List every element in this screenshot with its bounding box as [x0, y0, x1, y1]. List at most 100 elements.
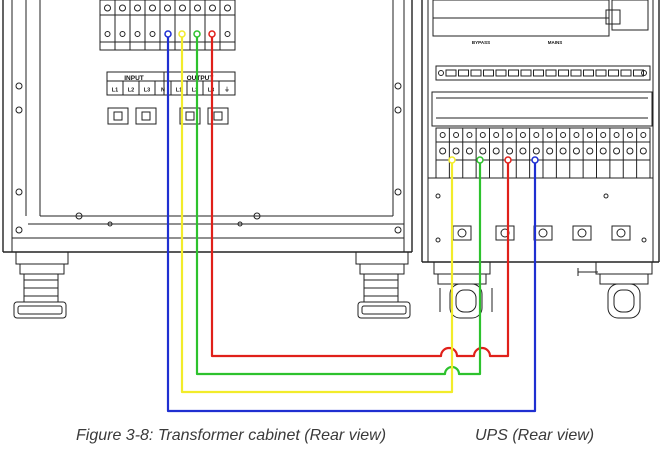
- small-terminal: [558, 69, 569, 77]
- terminal-screw: [613, 147, 621, 155]
- terminal-screw: [453, 132, 460, 138]
- terminal-screw: [104, 4, 111, 12]
- terminal-screw: [533, 132, 540, 138]
- terminal-screw: [560, 132, 567, 138]
- small-terminal: [483, 69, 494, 77]
- small-terminal: [633, 69, 644, 77]
- terminal-screw: [439, 132, 446, 138]
- wire-terminal-dot: [448, 156, 456, 164]
- small-terminal: [533, 69, 544, 77]
- terminal-screw: [119, 31, 126, 37]
- terminal-screw: [134, 4, 141, 12]
- small-terminal: [595, 69, 607, 77]
- terminal-label: L3: [144, 88, 150, 94]
- terminal-screw: [613, 132, 620, 138]
- figure-caption-ups: UPS (Rear view): [475, 427, 595, 444]
- ups-left-wheel: [433, 261, 493, 319]
- terminal-screw: [134, 31, 141, 37]
- cable-gland: [533, 225, 553, 241]
- terminal-screw: [465, 147, 473, 155]
- terminal-screw: [439, 147, 447, 155]
- terminal-screw: [519, 132, 526, 138]
- red-wire: [210, 37, 510, 358]
- yellow-wire: [180, 37, 454, 394]
- breaker-switch: [207, 107, 229, 125]
- terminal-screw: [586, 132, 593, 138]
- small-terminal: [445, 69, 457, 77]
- small-terminal: [508, 69, 519, 77]
- terminal-screw: [209, 4, 216, 12]
- small-terminal: [570, 69, 582, 77]
- breaker-switch: [179, 107, 201, 125]
- terminal-screw: [546, 147, 554, 155]
- small-terminal: [583, 69, 594, 77]
- wire-terminal-dot: [164, 30, 172, 38]
- terminal-screw: [600, 132, 607, 138]
- terminal-screw: [639, 147, 647, 155]
- transformer-right-wheel: [355, 251, 411, 319]
- wire-terminal-dot: [178, 30, 186, 38]
- terminal-screw: [546, 132, 553, 138]
- terminal-screw: [626, 132, 633, 138]
- wire-terminal-dot: [193, 30, 201, 38]
- input-label: INPUT: [124, 75, 144, 82]
- terminal-screw: [119, 4, 126, 12]
- ups-cabinet: BYPASS MAINS: [421, 0, 660, 263]
- terminal-screw: [149, 4, 156, 12]
- terminal-screw: [572, 147, 580, 155]
- terminal-screw: [573, 132, 580, 138]
- small-terminal: [458, 69, 469, 77]
- terminal-screw: [493, 132, 500, 138]
- small-terminal: [608, 69, 619, 77]
- cable-gland: [452, 225, 472, 241]
- small-terminal: [470, 69, 482, 77]
- terminal-screw: [492, 147, 500, 155]
- cable-gland: [495, 225, 515, 241]
- terminal-screw: [626, 147, 634, 155]
- ups-right-wheel: [577, 261, 653, 319]
- terminal-screw: [506, 132, 513, 138]
- terminal-screw: [179, 4, 186, 12]
- terminal-label: L2: [192, 88, 198, 94]
- terminal-label: N: [161, 88, 165, 94]
- wire-terminal-dot: [476, 156, 484, 164]
- wire-terminal-dot: [208, 30, 216, 38]
- breaker-switch: [107, 107, 129, 125]
- output-label: OUTPUT: [187, 75, 214, 82]
- cable-gland: [572, 225, 592, 241]
- small-terminal: [620, 69, 632, 77]
- terminal-screw: [559, 147, 567, 155]
- terminal-screw: [466, 132, 473, 138]
- terminal-label: ⏚: [224, 87, 230, 94]
- terminal-label: L1: [112, 88, 118, 94]
- terminal-screw: [224, 31, 231, 37]
- breaker-switch: [135, 107, 157, 125]
- terminal-screw: [194, 4, 201, 12]
- terminal-label: L1: [176, 88, 182, 94]
- small-terminal: [495, 69, 507, 77]
- terminal-screw: [506, 147, 514, 155]
- terminal-screw: [224, 4, 231, 12]
- green-wire: [195, 37, 482, 376]
- terminal-screw: [532, 147, 540, 155]
- cable-gland: [611, 225, 631, 241]
- terminal-screw: [104, 31, 111, 37]
- wire-terminal-dot: [531, 156, 539, 164]
- terminal-screw: [640, 132, 647, 138]
- terminal-screw: [586, 147, 594, 155]
- terminal-screw: [519, 147, 527, 155]
- small-terminal: [520, 69, 532, 77]
- small-terminal: [545, 69, 557, 77]
- wire-terminal-dot: [504, 156, 512, 164]
- mains-label: MAINS: [548, 40, 563, 45]
- blue-wire: [166, 37, 537, 413]
- bypass-label: BYPASS: [472, 40, 490, 45]
- terminal-screw: [452, 147, 460, 155]
- terminal-label: L2: [128, 88, 134, 94]
- terminal-screw: [479, 132, 486, 138]
- terminal-screw: [479, 147, 487, 155]
- terminal-screw: [599, 147, 607, 155]
- terminal-screw: [149, 31, 156, 37]
